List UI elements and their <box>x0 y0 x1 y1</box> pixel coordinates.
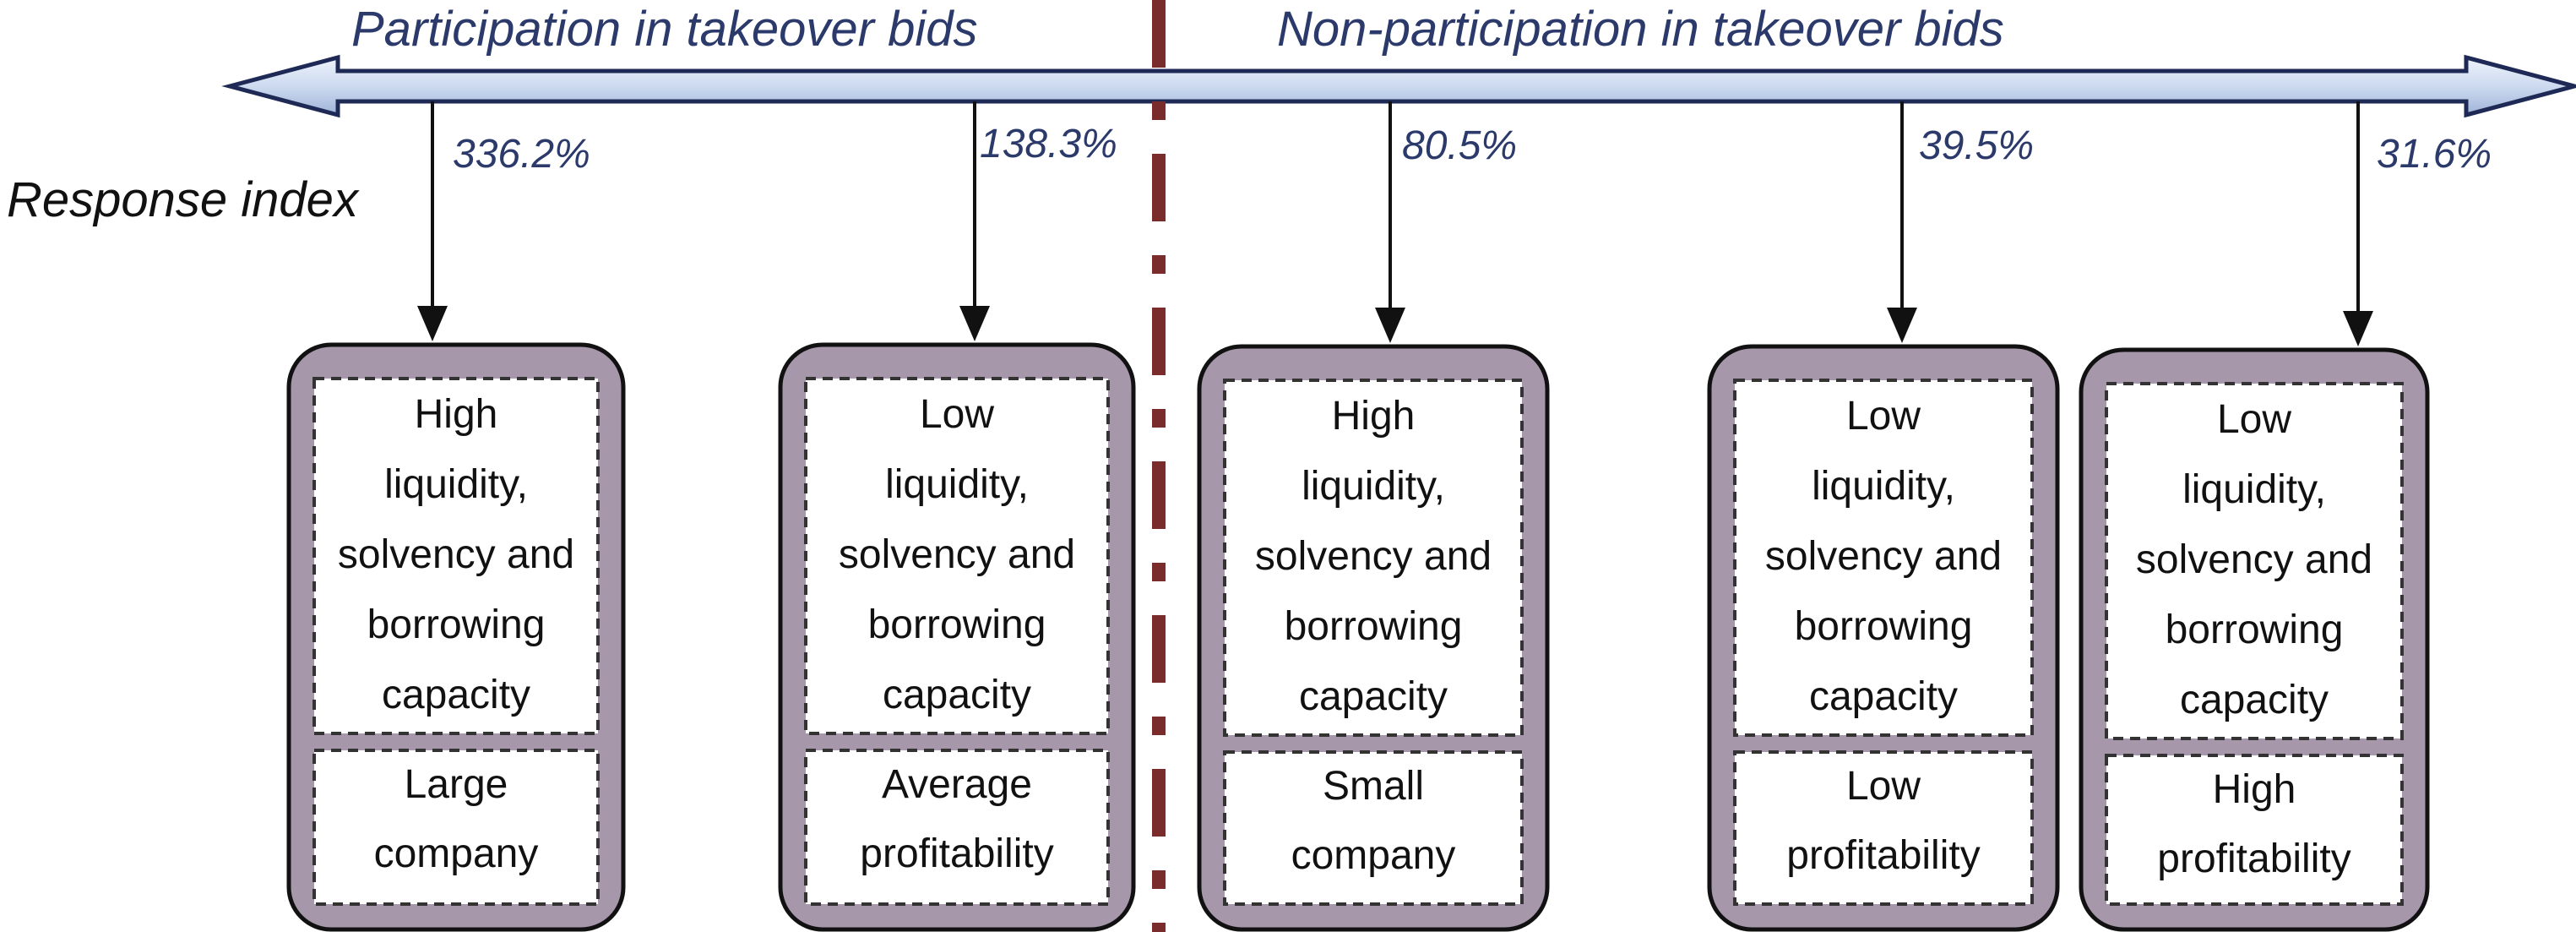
financial-profile-box <box>1733 379 2034 737</box>
trait-text-line: profitability <box>1786 833 1980 878</box>
profile-text-line: liquidity, <box>2182 467 2326 512</box>
response-segment-2: 138.3% Low liquidity, solvency and borrowing… <box>778 101 1136 932</box>
company-trait-box <box>804 749 1110 906</box>
profile-text-line: capacity <box>2180 678 2329 722</box>
response-index-value: 39.5% <box>1919 123 2034 168</box>
response-segment-4: 39.5% Low liquidity, solvency and borrowing c… <box>1707 101 2060 932</box>
profile-text-line: High <box>415 392 498 437</box>
financial-profile-box <box>2105 382 2404 740</box>
profile-text-line: Low <box>920 392 994 437</box>
response-index-value: 138.3% <box>980 122 1117 166</box>
profile-text-line: solvency and <box>839 532 1075 577</box>
response-index-value: 80.5% <box>1402 123 1517 168</box>
response-segment-5: 31.6% Low liquidity, solvency and borrowing c… <box>2079 101 2492 932</box>
financial-profile-box <box>804 377 1110 735</box>
down-arrow-head-icon <box>2343 311 2373 346</box>
profile-text-line: capacity <box>883 673 1031 717</box>
down-arrow-head-icon <box>417 306 448 341</box>
profile-text-line: capacity <box>382 673 530 717</box>
profile-text-line: liquidity, <box>885 462 1029 507</box>
response-segment-1: 336.2% High liquidity, solvency and borrowin… <box>286 101 626 932</box>
profile-text-line: solvency and <box>1765 534 2002 579</box>
profile-text-line: borrowing <box>868 602 1046 647</box>
profile-text-line: capacity <box>1809 674 1958 719</box>
double-arrow-axis <box>221 54 2576 118</box>
response-index-label: Response index <box>7 172 360 227</box>
trait-text-line: profitability <box>860 831 1053 876</box>
company-trait-box <box>1733 750 2034 906</box>
profile-text-line: solvency and <box>338 532 574 577</box>
profile-text-line: borrowing <box>2166 608 2344 652</box>
company-trait-box <box>1223 750 1524 906</box>
profile-text-line: borrowing <box>367 602 546 647</box>
trait-text-line: Low <box>1846 764 1921 809</box>
profile-text-line: liquidity, <box>1812 464 1955 509</box>
trait-text-line: Average <box>882 762 1032 807</box>
trait-text-line: High <box>2213 767 2296 812</box>
profile-text-line: Low <box>1846 394 1921 439</box>
down-arrow-head-icon <box>959 306 990 341</box>
profile-text-line: borrowing <box>1795 604 1973 649</box>
profile-text-line: Low <box>2217 397 2291 442</box>
profile-text-line: High <box>1332 394 1416 439</box>
profile-text-line: liquidity, <box>384 462 528 507</box>
non-participation-label: Non-participation in takeover bids <box>1277 2 2004 57</box>
segments-group: 336.2% High liquidity, solvency and borrowin… <box>286 101 2492 932</box>
company-trait-box <box>312 749 600 906</box>
financial-profile-box <box>1223 379 1524 737</box>
trait-text-line: company <box>1291 833 1456 878</box>
participation-label: Participation in takeover bids <box>351 2 978 57</box>
profile-text-line: capacity <box>1299 674 1448 719</box>
profile-text-line: solvency and <box>1255 534 1492 579</box>
response-index-value: 336.2% <box>453 132 590 177</box>
profile-text-line: borrowing <box>1285 604 1463 649</box>
down-arrow-head-icon <box>1887 308 1917 343</box>
trait-text-line: Small <box>1323 764 1424 809</box>
response-segment-3: 80.5% High liquidity, solvency and borrowing… <box>1197 101 1550 932</box>
trait-text-line: Large <box>405 762 508 807</box>
trait-text-line: company <box>374 831 539 876</box>
response-index-value: 31.6% <box>2377 132 2492 177</box>
down-arrow-head-icon <box>1375 308 1405 343</box>
company-trait-box <box>2105 754 2404 906</box>
trait-text-line: profitability <box>2157 837 2350 881</box>
profile-text-line: solvency and <box>2136 537 2372 582</box>
financial-profile-box <box>312 377 600 735</box>
profile-text-line: liquidity, <box>1302 464 1445 509</box>
